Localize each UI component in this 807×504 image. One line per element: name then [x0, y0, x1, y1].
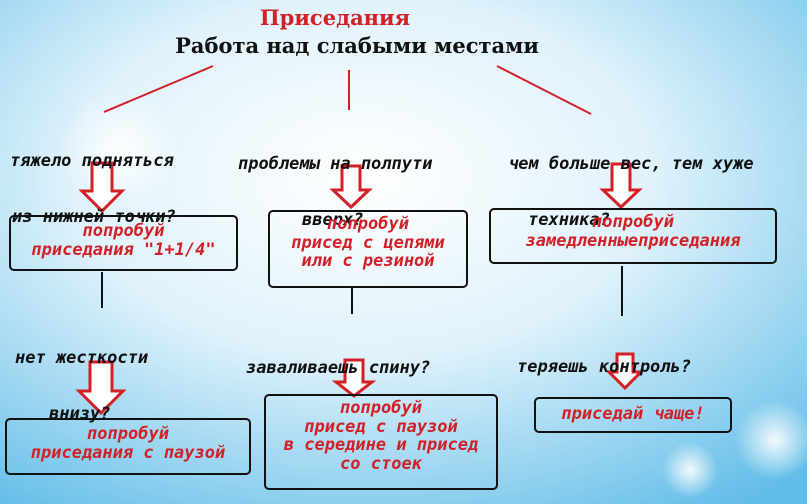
solution-box-col3: попробуй замедленныеприседания [489, 208, 777, 264]
problem-col2: проблемы на полпути вверх? [238, 154, 433, 231]
final-box-col3: приседай чаще! [534, 397, 732, 433]
problem-col3: чем больше вес, тем хуже техника? [508, 154, 754, 231]
problem-col1: тяжело подняться из нижней точки? [10, 151, 176, 228]
solution-box-col1: попробуй приседания "1+1/4" [9, 215, 238, 271]
diagram-subtitle: Работа над слабыми местами [175, 33, 539, 58]
final-box-col2: попробуй присед с паузой в середине и пр… [264, 394, 498, 490]
followup-col2: заваливаешь спину? [246, 358, 431, 379]
diagram-title: Приседания [259, 5, 411, 30]
final-box-col1: попробуй приседания с паузой [5, 418, 251, 475]
followup-col3: теряешь контроль? [517, 357, 691, 378]
solution-box-col2: попробуй присед с цепями или с резиной [268, 210, 468, 288]
